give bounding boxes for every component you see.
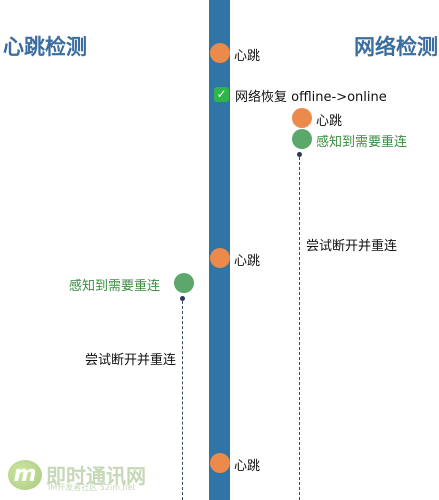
heartbeat-dot-3 xyxy=(210,453,230,473)
heartbeat-dot-2 xyxy=(210,248,230,268)
left-sense-label: 感知到需要重连 xyxy=(69,279,161,294)
right-heartbeat-label: 心跳 xyxy=(316,114,343,129)
heartbeat-label-3: 心跳 xyxy=(234,459,261,474)
right-reconnect-label: 尝试断开并重连 xyxy=(306,239,398,254)
right-sense-label: 感知到需要重连 xyxy=(316,135,408,150)
left-reconnect-label: 尝试断开并重连 xyxy=(85,353,177,368)
heartbeat-label-2: 心跳 xyxy=(234,254,261,269)
watermark-brand: 即时通讯网 xyxy=(46,464,146,488)
heartbeat-dot-1 xyxy=(210,43,230,63)
network-restore-label: 网络恢复 offline->online xyxy=(235,90,387,105)
right-pointer-dot xyxy=(297,152,302,157)
right-title: 网络检测 xyxy=(354,35,438,59)
left-title: 心跳检测 xyxy=(3,35,87,59)
left-sense-dot xyxy=(174,273,194,293)
left-reconnect-line xyxy=(182,301,183,500)
watermark-logo: m xyxy=(8,460,42,490)
watermark-sub: IM开发者社区 52im.net xyxy=(48,483,136,492)
right-heartbeat-dot xyxy=(292,108,312,128)
left-pointer-dot xyxy=(180,296,185,301)
right-sense-dot xyxy=(292,129,312,149)
heartbeat-label-1: 心跳 xyxy=(234,49,261,64)
check-icon: ✓ xyxy=(214,87,229,102)
right-reconnect-line xyxy=(299,157,300,500)
